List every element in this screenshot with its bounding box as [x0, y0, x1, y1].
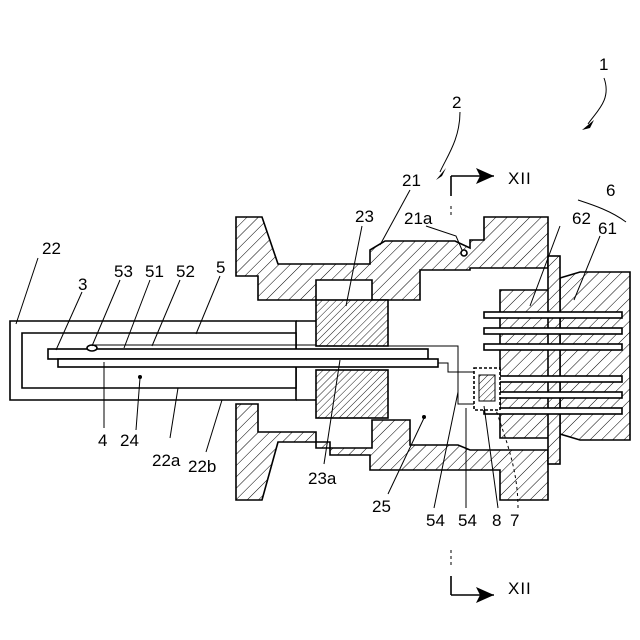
label-54-a: 54	[426, 511, 445, 530]
seal-lower	[316, 370, 388, 418]
label-23: 23	[355, 207, 374, 226]
label-4: 4	[98, 431, 107, 450]
label-3: 3	[78, 275, 87, 294]
sensor-substrate	[48, 349, 428, 359]
label-22a: 22a	[152, 451, 181, 470]
label-25: 25	[372, 497, 391, 516]
label-7: 7	[510, 511, 519, 530]
label-21: 21	[402, 171, 421, 190]
label-21a: 21a	[404, 209, 433, 228]
section-mark-top: XII	[451, 168, 532, 218]
seal-upper	[316, 300, 388, 346]
section-mark-bottom: XII	[451, 550, 532, 603]
label-53: 53	[114, 262, 133, 281]
label-54-b: 54	[458, 511, 477, 530]
label-22b: 22b	[188, 457, 216, 476]
side-plate	[548, 256, 560, 464]
label-23a: 23a	[308, 469, 337, 488]
label-1: 1	[599, 55, 608, 74]
label-61: 61	[598, 219, 617, 238]
section-label-top: XII	[508, 169, 532, 188]
label-22: 22	[42, 239, 61, 258]
housing-upper	[236, 217, 548, 300]
label-5: 5	[216, 258, 225, 277]
label-51: 51	[145, 262, 164, 281]
label-2: 2	[452, 93, 461, 112]
label-6: 6	[606, 181, 615, 200]
label-52: 52	[176, 262, 195, 281]
sensor-base	[58, 359, 438, 367]
label-62: 62	[572, 209, 591, 228]
label-8: 8	[492, 511, 501, 530]
label-24: 24	[120, 431, 139, 450]
section-label-bottom: XII	[508, 579, 532, 598]
